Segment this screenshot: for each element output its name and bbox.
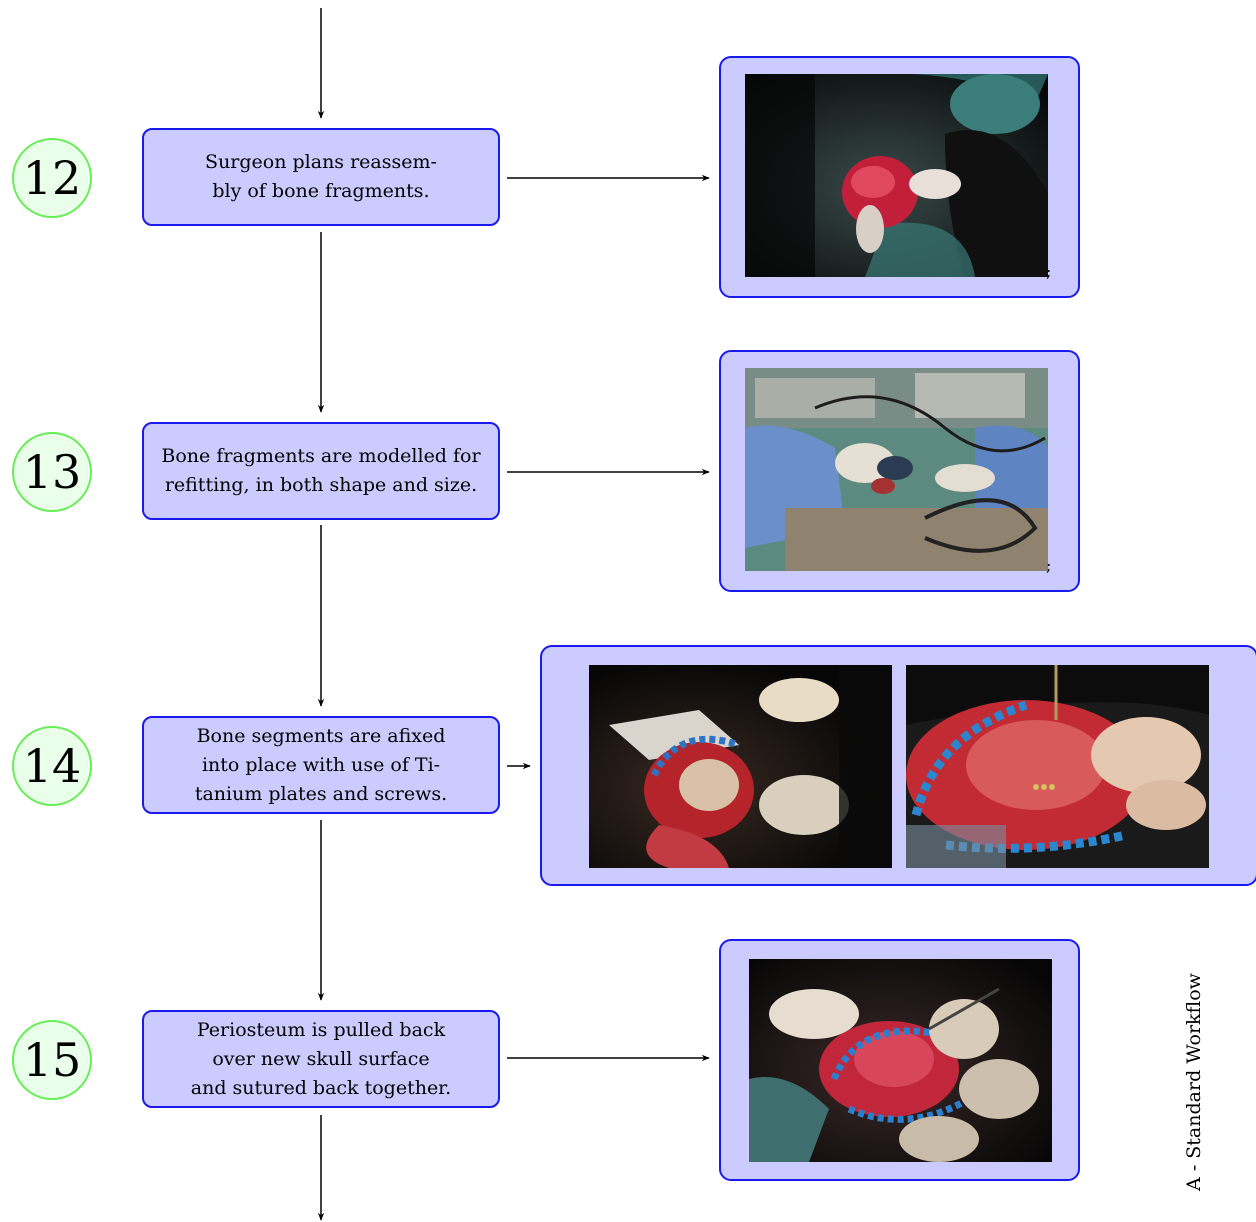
- step-number-12: 12: [12, 138, 92, 218]
- surgery-photo-14b: [906, 665, 1209, 868]
- step-number-13: 13: [12, 432, 92, 512]
- surgery-photo-13-image: [745, 368, 1048, 571]
- step-box-14: Bone segments are afixed into place with…: [142, 716, 500, 814]
- photo-suffix-13: ;: [1046, 556, 1052, 575]
- surgery-photo-12: [745, 74, 1048, 277]
- photo-frame-14: [540, 645, 1256, 886]
- surgery-photo-14a-image: [589, 665, 892, 868]
- step-text-15: Periosteum is pulled back over new skull…: [190, 1018, 452, 1099]
- step-text-13: Bone fragments are modelled for refittin…: [161, 445, 481, 496]
- surgery-photo-13: [745, 368, 1048, 571]
- surgery-photo-14b-image: [906, 665, 1209, 868]
- photo-frame-13: ;: [719, 350, 1080, 592]
- step-box-13: Bone fragments are modelled for refittin…: [142, 422, 500, 520]
- step-number-15: 15: [12, 1020, 92, 1100]
- photo-suffix-12: ;: [1046, 262, 1052, 281]
- surgery-photo-15: [749, 959, 1052, 1162]
- step-box-12: Surgeon plans reassem- bly of bone fragm…: [142, 128, 500, 226]
- surgery-photo-14a: [589, 665, 892, 868]
- photo-frame-15: [719, 939, 1080, 1181]
- step-text-14: Bone segments are afixed into place with…: [194, 724, 448, 805]
- photo-frame-12: ;: [719, 56, 1080, 298]
- surgery-photo-12-image: [745, 74, 1048, 277]
- surgery-photo-15-image: [749, 959, 1052, 1162]
- side-label: A - Standard Workflow: [1183, 973, 1205, 1191]
- step-box-15: Periosteum is pulled back over new skull…: [142, 1010, 500, 1108]
- step-number-14: 14: [12, 726, 92, 806]
- step-text-12: Surgeon plans reassem- bly of bone fragm…: [205, 151, 437, 202]
